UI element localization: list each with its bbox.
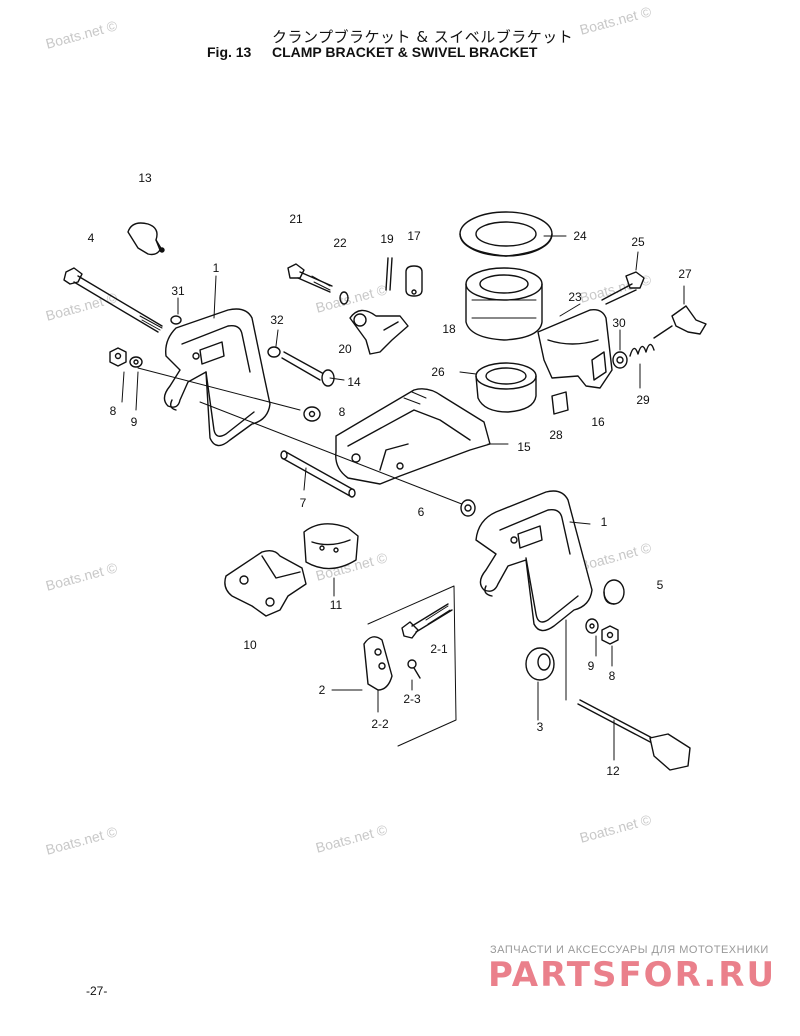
diagram-title-japanese: クランプブラケット & スイベルブラケット: [272, 28, 574, 46]
figure-number: Fig. 13: [207, 44, 252, 60]
diagram-title: CLAMP BRACKET & SWIVEL BRACKET: [272, 44, 538, 60]
callout-9-right: 9: [587, 659, 595, 673]
callout-2-2: 2-2: [371, 717, 389, 731]
part-5-nut: [603, 579, 625, 605]
part-19-pin: [385, 257, 393, 291]
svg-text:PARTSFOR.RU: PARTSFOR.RU: [488, 955, 776, 994]
callout-16: 16: [591, 415, 605, 429]
callout-1-top: 1: [212, 261, 220, 275]
callout-18: 18: [442, 322, 456, 336]
callout-25: 25: [631, 235, 645, 249]
part-32-ring: [267, 346, 281, 358]
callout-2-1: 2-1: [430, 642, 448, 656]
part-11-bracket: [303, 523, 359, 570]
long-bolt: [63, 267, 163, 333]
callout-1-right: 1: [600, 515, 608, 529]
part-4-cap: [127, 222, 165, 256]
callout-4: 4: [87, 231, 95, 245]
part-28-block: [551, 391, 569, 415]
part-3-cap: [525, 647, 555, 681]
part-14-bolt: [281, 351, 335, 387]
callout-11: 11: [329, 598, 343, 612]
callout-8-right: 8: [608, 669, 616, 683]
clamp-bracket-left: [163, 308, 271, 447]
part-2-3-pin: [407, 659, 421, 679]
callout-20: 20: [338, 342, 352, 356]
part-2-1-bolt: [401, 603, 453, 639]
page-number: -27-: [86, 984, 108, 998]
callout-24: 24: [573, 229, 587, 243]
part-10-bracket: [224, 549, 307, 617]
part-25-bolt: [601, 271, 645, 305]
callout-8-left: 8: [109, 404, 117, 418]
callout-6: 6: [417, 505, 425, 519]
part-9-washer-left: [129, 356, 143, 368]
callout-28: 28: [549, 428, 563, 442]
part-27-knob: [653, 305, 707, 339]
callout-22: 22: [333, 236, 347, 250]
callout-2-3: 2-3: [403, 692, 421, 706]
part-8-nut-right: [601, 625, 619, 645]
callout-12: 12: [606, 764, 620, 778]
callout-3: 3: [536, 720, 544, 734]
callout-19: 19: [380, 232, 394, 246]
part-20-link: [349, 309, 409, 355]
part-2-lever: [363, 636, 393, 691]
part-23-cover: [537, 308, 613, 389]
part-17-pin: [405, 265, 423, 297]
callout-26: 26: [431, 365, 445, 379]
part-18-bushing: [465, 267, 543, 341]
part-26-bushing: [475, 362, 537, 413]
callout-2: 2: [318, 683, 326, 697]
callout-29: 29: [636, 393, 650, 407]
part-7-shaft: [280, 450, 356, 498]
callout-5: 5: [656, 578, 664, 592]
callout-13: 13: [138, 171, 152, 185]
part-12-rod: [577, 699, 691, 771]
callout-14: 14: [347, 375, 361, 389]
callout-7: 7: [299, 496, 307, 510]
shop-logo: PARTSFOR.RU: [488, 955, 776, 994]
part-8-washer-mid: [303, 406, 321, 422]
part-9-washer-right: [585, 618, 599, 634]
callout-30: 30: [612, 316, 626, 330]
part-21-bolt: [287, 263, 333, 293]
callout-27: 27: [678, 267, 692, 281]
callout-8-mid: 8: [338, 405, 346, 419]
callout-23: 23: [568, 290, 582, 304]
part-15-swivel-bracket: [335, 388, 491, 485]
part-6-washer: [460, 499, 476, 517]
shop-tagline: ЗАПЧАСТИ И АКСЕССУАРЫ ДЛЯ МОТОТЕХНИКИ: [490, 944, 769, 956]
part-8-nut-left: [109, 347, 127, 367]
part-24-ring: [459, 211, 553, 257]
callout-9-left: 9: [130, 415, 138, 429]
callout-15: 15: [517, 440, 531, 454]
callout-32: 32: [270, 313, 284, 327]
callout-17: 17: [407, 229, 421, 243]
part-31-ring: [170, 315, 182, 325]
part-22-spring: [339, 291, 349, 305]
clamp-bracket-right: [475, 490, 593, 632]
part-30-washer: [612, 351, 628, 369]
callout-10: 10: [243, 638, 257, 652]
callout-21: 21: [289, 212, 303, 226]
callout-31: 31: [171, 284, 185, 298]
part-29-spring: [629, 343, 655, 357]
